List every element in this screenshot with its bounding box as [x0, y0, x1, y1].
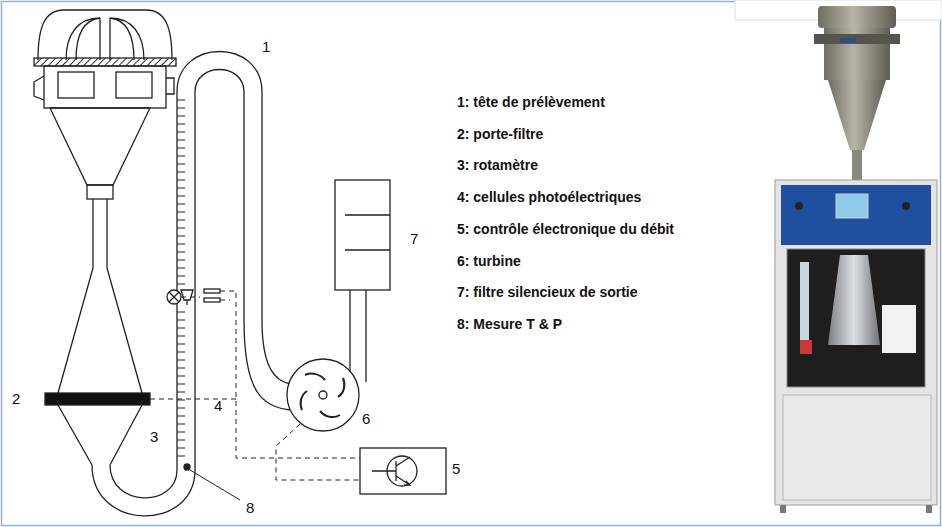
filter-holder — [45, 393, 150, 405]
key-entry: 1: tête de prélèvement — [457, 94, 605, 110]
signal-wire — [150, 291, 360, 480]
schematic — [34, 10, 446, 516]
silencer-baffle — [345, 215, 390, 250]
control-box — [360, 448, 446, 494]
callout-number: 3 — [150, 428, 158, 445]
funnel — [58, 268, 142, 393]
coupling — [87, 185, 113, 199]
callout-number: 1 — [262, 38, 270, 55]
head-dome — [38, 10, 172, 60]
tube-bend — [262, 320, 292, 384]
silencer-box — [335, 180, 390, 290]
callout-number: 7 — [410, 230, 418, 247]
head-inner — [110, 18, 144, 60]
leader-line — [190, 470, 240, 500]
key-entry: 5: contrôle électronique du débit — [457, 221, 674, 237]
instrument-photo — [775, 6, 937, 513]
photocell — [204, 298, 220, 302]
tube — [244, 92, 262, 320]
key-entry: 4: cellules photoélectriques — [457, 189, 641, 205]
head-part — [58, 72, 94, 98]
tube-bend — [92, 465, 195, 516]
funnel — [58, 405, 142, 465]
callout-number: 5 — [452, 460, 460, 477]
head-body — [44, 66, 166, 108]
rotameter-scale — [177, 100, 185, 456]
head-part — [116, 72, 152, 98]
head-inner — [100, 18, 110, 60]
callout-number: 8 — [246, 499, 254, 516]
tube-bend — [177, 52, 262, 93]
key-entry: 2: porte-filtre — [457, 126, 543, 142]
tube-bend — [244, 320, 292, 410]
key-entry: 8: Mesure T & P — [457, 316, 562, 332]
callout-number: 6 — [362, 410, 370, 427]
turbine-blade — [301, 374, 345, 417]
tp-sensor — [184, 464, 190, 470]
key-entry: 7: filtre silencieux de sortie — [457, 284, 638, 300]
indicator-lamp — [169, 292, 179, 302]
indicator-lamp — [167, 290, 181, 304]
head-inner — [66, 18, 100, 60]
callout-number: 4 — [214, 397, 222, 414]
photocell — [204, 289, 220, 293]
head-latch — [34, 76, 174, 100]
tube-bend — [110, 465, 177, 498]
head-band — [34, 58, 176, 66]
cone — [50, 108, 150, 185]
tube — [350, 290, 366, 382]
key-entry: 6: turbine — [457, 253, 521, 269]
tube-bend — [195, 70, 244, 93]
transistor-symbol — [372, 457, 410, 485]
rotameter-tube — [177, 92, 195, 470]
key-entry: 3: rotamètre — [457, 157, 538, 173]
callout-number: 2 — [12, 390, 20, 407]
tube — [93, 199, 107, 268]
turbine-housing — [287, 359, 359, 431]
turbine-hub — [319, 391, 327, 399]
